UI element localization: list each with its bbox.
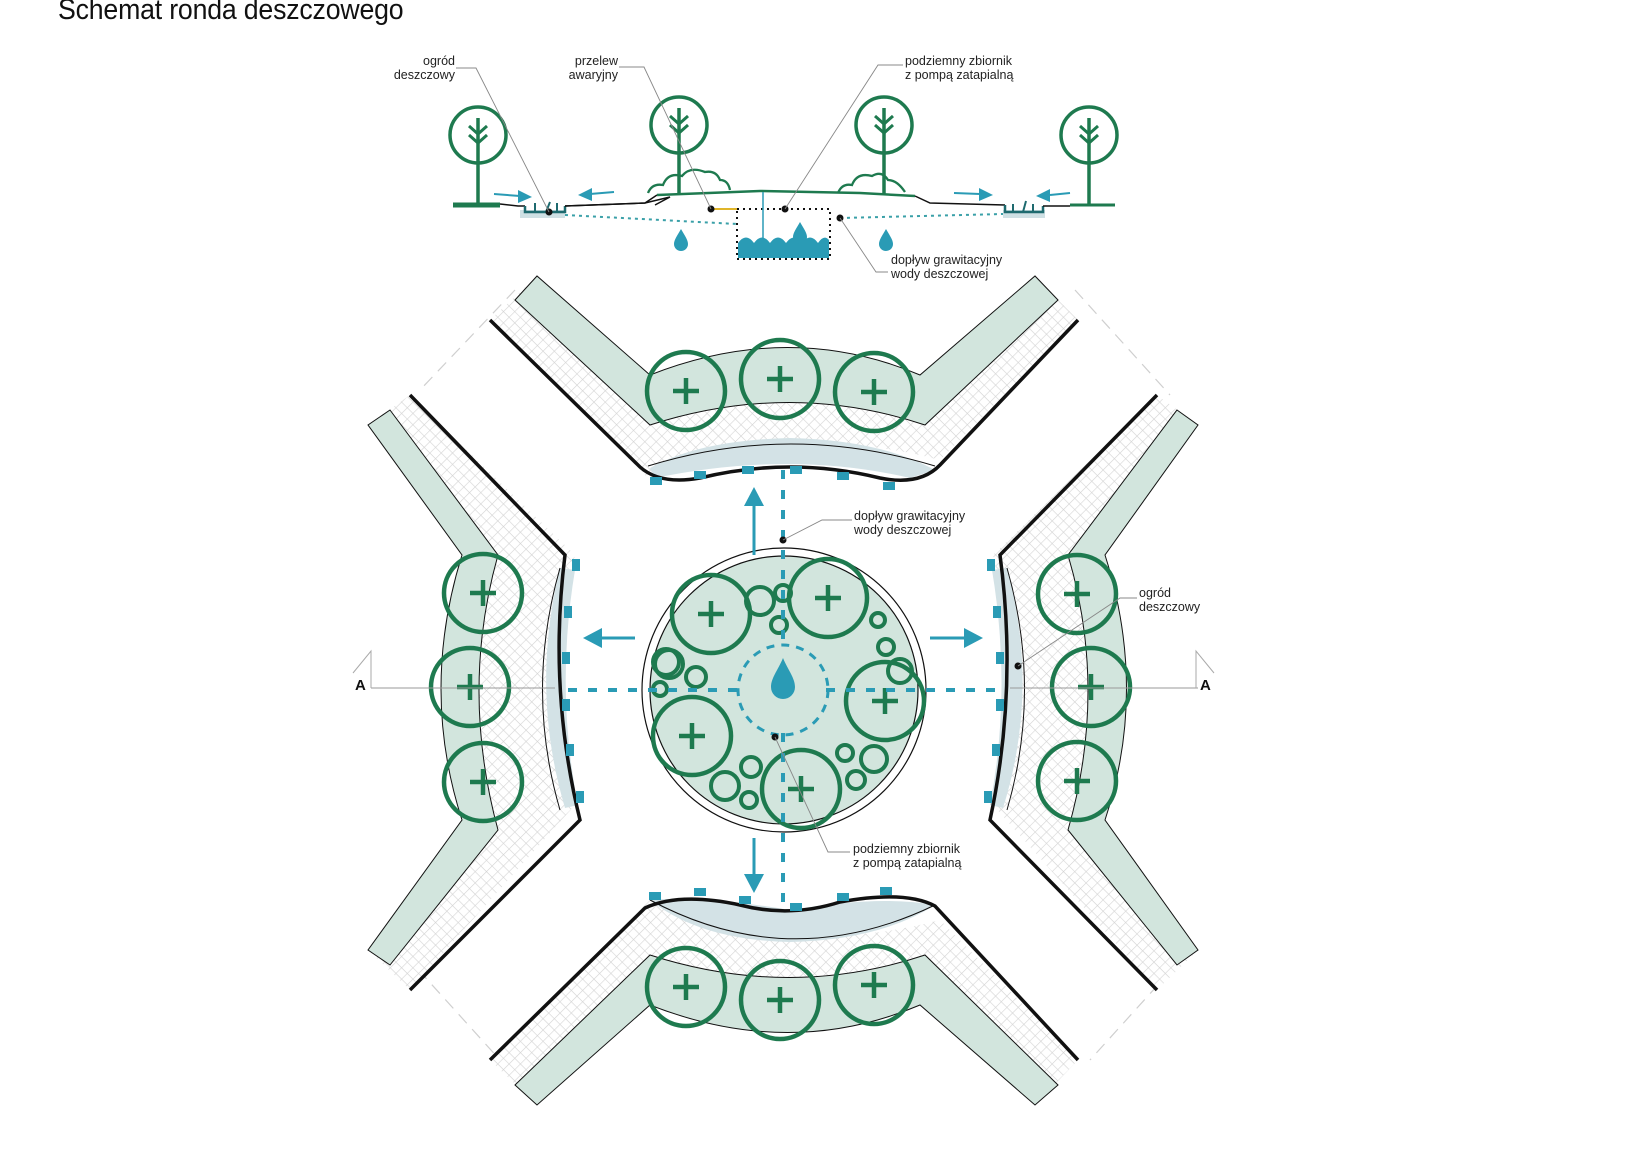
section-line-a: A A [352, 649, 1215, 694]
plan-view: A A dopływ grawitacyjny wody deszczowej … [352, 275, 1215, 1106]
flow-arrow-right-icon [930, 628, 983, 648]
rain-garden-soil-left [520, 210, 565, 218]
label-rain-garden: ogród [423, 54, 455, 68]
label-gravity-inflow: dopływ grawitacyjny [891, 253, 1003, 267]
plan-label-rain-garden: ogród [1139, 586, 1171, 600]
runoff-arrow-icon [578, 188, 615, 201]
curb-right [988, 393, 1159, 992]
svg-text:awaryjny: awaryjny [569, 68, 619, 82]
flow-arrow-left-icon [583, 628, 635, 648]
gravity-pipes [568, 470, 1000, 910]
cross-section: ogród deszczowy przelew awaryjny podziem… [394, 54, 1119, 281]
central-island [641, 547, 927, 833]
tank-water [738, 237, 829, 258]
rain-garden-left [523, 206, 567, 214]
svg-text:z pompą zatapialną: z pompą zatapialną [853, 856, 961, 870]
flow-arrow-down-icon [744, 838, 764, 893]
svg-text:z pompą zatapialną: z pompą zatapialną [905, 68, 1013, 82]
label-overflow: przelew [575, 54, 619, 68]
section-mark-right: A [1200, 677, 1211, 694]
runoff-arrow-icon [1036, 189, 1071, 202]
runoff-arrow-icon [953, 188, 993, 201]
shrub-icon [836, 172, 906, 194]
left-arm [367, 393, 584, 992]
tree-icon [448, 105, 508, 207]
tree-icon [649, 95, 709, 197]
shrub-icon [646, 168, 732, 194]
curb-left [408, 393, 582, 992]
svg-text:deszczowy: deszczowy [394, 68, 456, 82]
diagram-title: Schemat ronda deszczowego [58, 0, 404, 26]
bottom-arm [488, 887, 1080, 1106]
right-arm [984, 393, 1199, 992]
central-island-surface [656, 189, 916, 198]
water-drop-icon [771, 658, 795, 699]
water-drop-icon [793, 222, 807, 244]
svg-text:wody deszczowej: wody deszczowej [853, 523, 951, 537]
water-drop-icon [674, 229, 688, 251]
gravity-pipe-left [564, 214, 738, 225]
runoff-arrow-icon [493, 190, 532, 203]
flow-arrow-up-icon [744, 487, 764, 555]
rain-garden-soil-right [1003, 210, 1045, 218]
gravity-pipe-right [839, 213, 1004, 219]
tree-icon [1059, 105, 1119, 207]
water-drop-icon [879, 229, 893, 251]
top-arm [488, 275, 1080, 490]
svg-text:deszczowy: deszczowy [1139, 600, 1201, 614]
svg-text:wody deszczowej: wody deszczowej [890, 267, 988, 281]
plan-label-gravity-inflow: dopływ grawitacyjny [854, 509, 966, 523]
plan-label-tank: podziemny zbiornik [853, 842, 961, 856]
label-tank: podziemny zbiornik [905, 54, 1013, 68]
tree-icon [854, 95, 914, 197]
section-mark-left: A [355, 677, 366, 694]
